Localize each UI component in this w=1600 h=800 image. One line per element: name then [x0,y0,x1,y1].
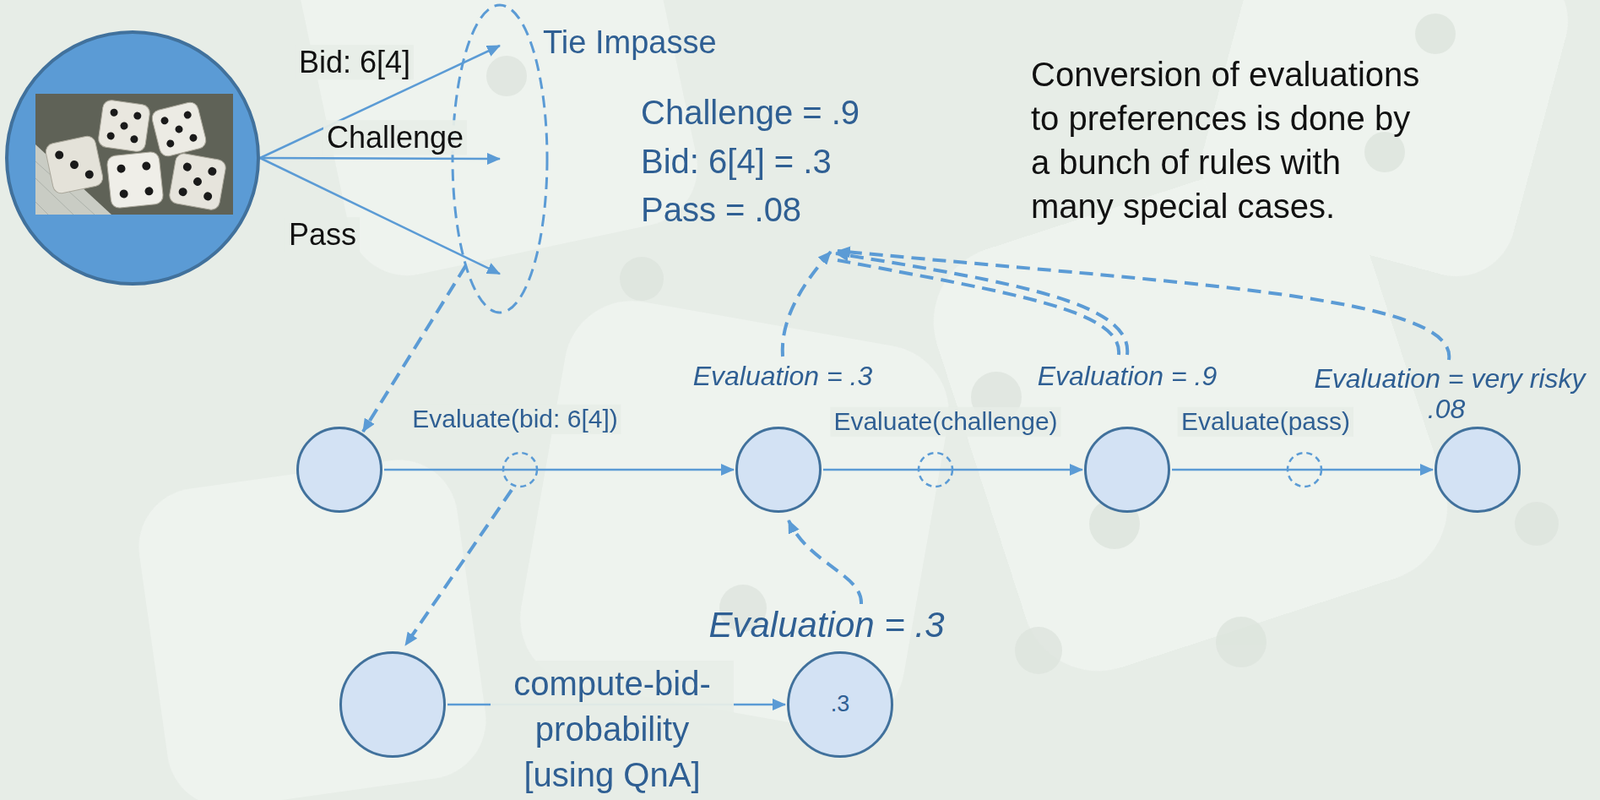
ellipse-outline [452,5,548,313]
state-circle [1434,426,1521,513]
evaluation-note: .08 [1427,393,1465,425]
edge-label: Evaluate(challenge) [829,406,1061,437]
state-circle [1084,426,1171,513]
edge-label: Evaluate(pass) [1177,406,1354,437]
start-state [5,30,261,286]
dice-photo [35,93,234,215]
state-circle [296,426,383,513]
state-circle [339,650,446,758]
connector-arrow [260,157,500,274]
edge-label: Challenge [323,119,467,155]
ellipse-outline [450,3,549,315]
evaluation-result: Pass = .08 [640,189,802,229]
watermark-dice [130,0,1581,800]
watermark-pips [486,13,1559,674]
state-circle: .3 [786,650,894,758]
connector-arrow [823,468,1083,472]
connector-arrow [260,157,500,159]
connector-arrow [1171,468,1433,472]
edge-label: Bid: 6[4] [295,44,414,80]
dashed-arrow [405,250,1449,646]
evaluation-note: Evaluation = very risky [1313,363,1585,395]
evaluation-note: Evaluation = .3 [693,360,874,392]
node-text: Tie Impasse [542,24,717,62]
evaluation-note: Evaluation = .3 [708,604,944,646]
evaluation-result: Challenge = .9 [640,92,860,132]
evaluation-result: Bid: 6[4] = .3 [640,141,832,181]
connector-arrow [384,468,734,472]
edge-label: Pass [285,216,360,252]
evaluation-note: Evaluation = .9 [1037,360,1218,392]
edge-label: compute-bid- probability [using QnA] [490,660,734,798]
edge-label: Evaluate(bid: 6[4]) [408,404,621,434]
note-text: Conversion of evaluations to preferences… [1030,52,1428,228]
state-circle [735,426,822,513]
node-text: .3 [830,690,851,717]
impasse-ellipse: Tie Impasse [450,3,549,315]
